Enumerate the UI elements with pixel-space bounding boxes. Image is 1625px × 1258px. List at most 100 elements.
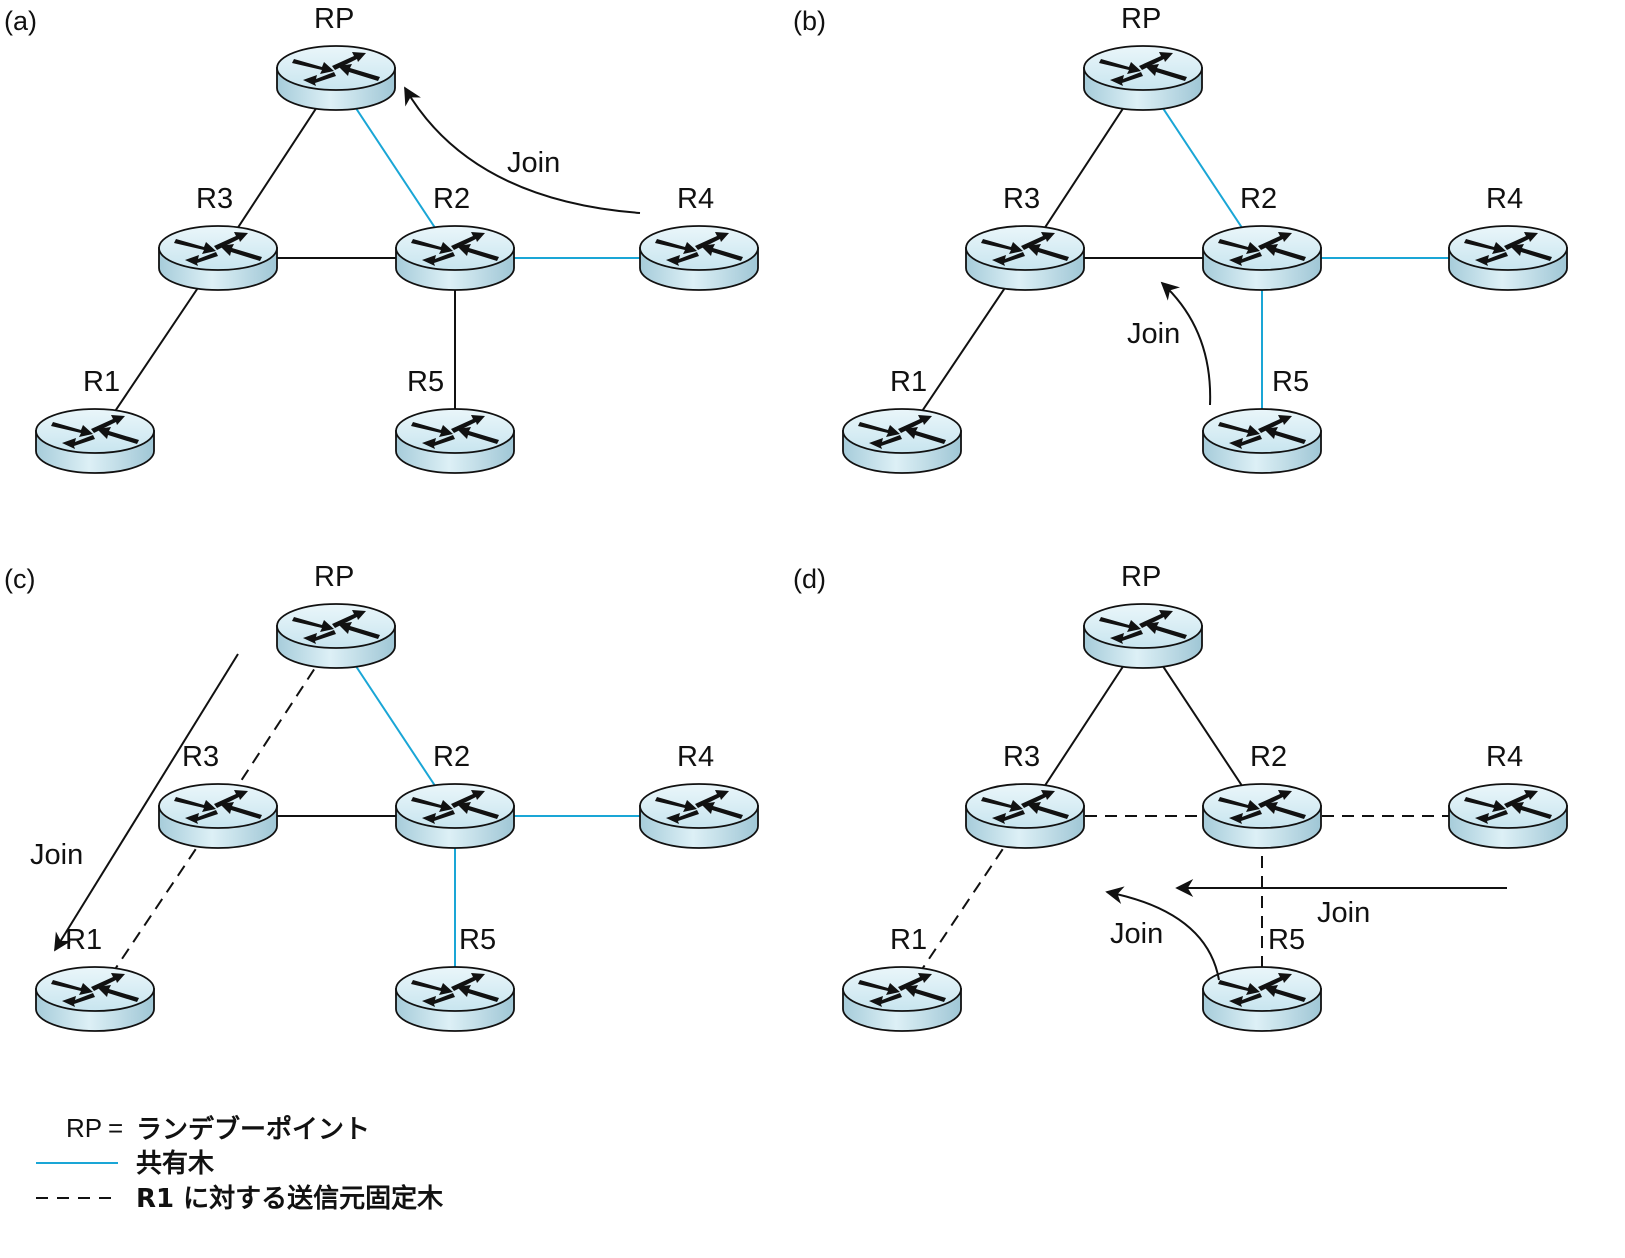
router-icon — [1083, 603, 1203, 669]
router-icon — [639, 783, 759, 849]
router-icon — [158, 783, 278, 849]
panel-label: (b) — [793, 6, 826, 36]
router-rp: RP — [1083, 3, 1203, 111]
join-arrow — [1105, 886, 1220, 981]
router-r5: R5 — [1202, 924, 1322, 1032]
router-label: R3 — [182, 741, 219, 773]
join-arrow — [54, 653, 239, 952]
router-icon — [395, 225, 515, 291]
router-label: RP — [1121, 561, 1161, 593]
router-r1: R1 — [35, 366, 155, 474]
router-label: R4 — [1486, 183, 1523, 215]
join-label: Join — [1127, 318, 1180, 350]
legend-shared-desc: 共有木 — [136, 1149, 214, 1179]
router-icon — [1448, 783, 1568, 849]
router-label: R3 — [196, 183, 233, 215]
router-r4: R4 — [1448, 741, 1568, 849]
router-label: R1 — [890, 366, 927, 398]
router-r3: R3 — [965, 183, 1085, 291]
router-icon — [158, 225, 278, 291]
router-r5: R5 — [395, 366, 515, 474]
router-label: RP — [314, 561, 354, 593]
router-r4: R4 — [639, 741, 759, 849]
router-label: R5 — [407, 366, 444, 398]
router-label: R2 — [433, 741, 470, 773]
router-icon — [1083, 45, 1203, 111]
router-icon — [842, 408, 962, 474]
router-icon — [276, 603, 396, 669]
router-icon — [1202, 966, 1322, 1032]
router-r1: R1 — [35, 924, 155, 1032]
router-label: R1 — [890, 924, 927, 956]
router-label: RP — [1121, 3, 1161, 35]
router-r3: R3 — [965, 741, 1085, 849]
router-icon — [965, 225, 1085, 291]
router-r5: R5 — [395, 924, 515, 1032]
router-r3: R3 — [158, 741, 278, 849]
join-arrow — [1160, 281, 1212, 406]
router-label: R2 — [433, 183, 470, 215]
join-arrows: Join — [30, 653, 239, 952]
router-icon — [639, 225, 759, 291]
join-label: Join — [30, 839, 83, 871]
join-arrows: Join — [1127, 281, 1212, 406]
router-r2: R2 — [395, 183, 515, 291]
router-label: R1 — [65, 924, 102, 956]
router-icon — [965, 783, 1085, 849]
router-icon — [1202, 408, 1322, 474]
router-label: R5 — [1268, 924, 1305, 956]
router-rp: RP — [276, 3, 396, 111]
router-r2: R2 — [395, 741, 515, 849]
router-label: R4 — [677, 741, 714, 773]
router-r2: R2 — [1202, 741, 1322, 849]
router-label: RP — [314, 3, 354, 35]
router-label: R4 — [677, 183, 714, 215]
legend-source-desc: R1 に対する送信元固定木 — [136, 1183, 443, 1214]
link-rp-r3 — [217, 635, 337, 817]
router-r3: R3 — [158, 183, 278, 291]
router-r2: R2 — [1202, 183, 1322, 291]
router-icon — [395, 966, 515, 1032]
router-label: R3 — [1003, 183, 1040, 215]
router-icon — [842, 966, 962, 1032]
router-label: R4 — [1486, 741, 1523, 773]
router-r1: R1 — [842, 924, 962, 1032]
join-label: Join — [1110, 918, 1163, 950]
router-label: R5 — [459, 924, 496, 956]
router-r4: R4 — [639, 183, 759, 291]
router-r5: R5 — [1202, 366, 1322, 474]
router-label: R2 — [1250, 741, 1287, 773]
panel-label: (d) — [793, 564, 826, 594]
panel-label: (a) — [4, 6, 37, 36]
join-arrows: Join — [404, 86, 641, 214]
router-label: R1 — [83, 366, 120, 398]
router-r4: R4 — [1448, 183, 1568, 291]
panel-label: (c) — [4, 564, 35, 594]
legend-rp-eq: = — [108, 1113, 123, 1143]
router-icon — [35, 966, 155, 1032]
router-icon — [1202, 783, 1322, 849]
router-r1: R1 — [842, 366, 962, 474]
legend: RP = ランデブーポイント 共有木 R1 に対する送信元固定木 — [36, 1113, 443, 1214]
join-arrow — [404, 86, 641, 214]
router-rp: RP — [1083, 561, 1203, 669]
router-label: R3 — [1003, 741, 1040, 773]
router-label: R5 — [1272, 366, 1309, 398]
legend-rp-desc: ランデブーポイント — [136, 1114, 370, 1145]
legend-rp-key: RP — [66, 1113, 102, 1143]
router-icon — [395, 783, 515, 849]
router-rp: RP — [276, 561, 396, 669]
router-icon — [276, 45, 396, 111]
router-icon — [35, 408, 155, 474]
router-icon — [395, 408, 515, 474]
router-icon — [1202, 225, 1322, 291]
join-label: Join — [507, 147, 560, 179]
join-label: Join — [1317, 897, 1370, 929]
router-icon — [1448, 225, 1568, 291]
